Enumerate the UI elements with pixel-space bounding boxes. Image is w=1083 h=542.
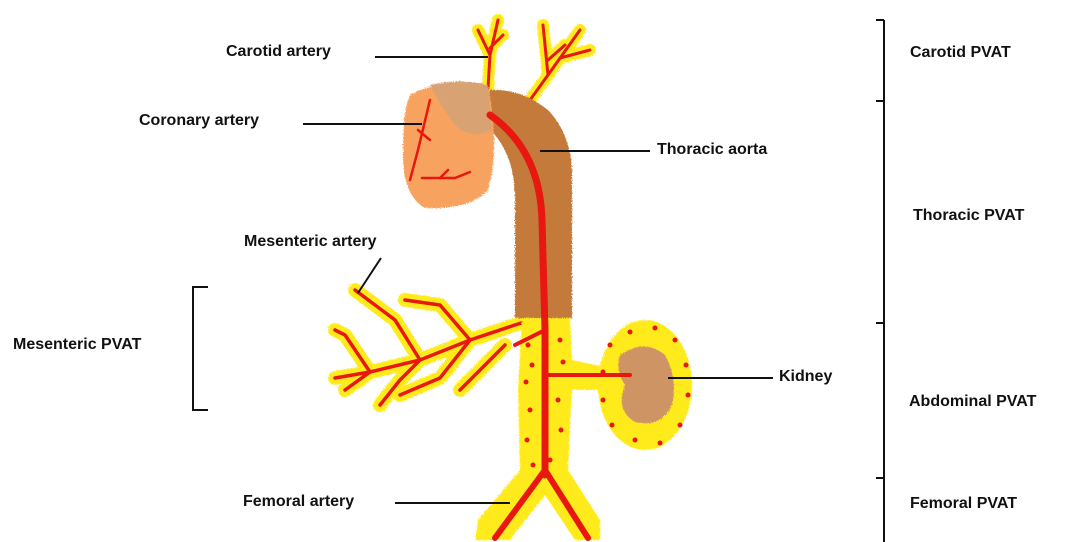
- femoral-pvat-label: Femoral PVAT: [910, 495, 1017, 513]
- coronary-artery-label: Coronary artery: [139, 112, 259, 130]
- carotid-pvat-label: Carotid PVAT: [910, 44, 1011, 62]
- mesenteric-fat: [335, 290, 530, 405]
- carotid-artery-label: Carotid artery: [226, 43, 331, 61]
- mesenteric-artery-label: Mesenteric artery: [244, 233, 377, 251]
- kidney-label: Kidney: [779, 368, 832, 386]
- femoral-artery-label: Femoral artery: [243, 493, 354, 511]
- mesenteric-bracket: [193, 287, 208, 410]
- heart: [403, 82, 494, 209]
- thoracic-aorta-label: Thoracic aorta: [657, 141, 767, 159]
- abdominal-pvat-label: Abdominal PVAT: [909, 393, 1036, 411]
- thoracic-pvat-label: Thoracic PVAT: [913, 207, 1024, 225]
- mesenteric-pvat-label: Mesenteric PVAT: [13, 336, 141, 354]
- carotid-vessels: [478, 20, 590, 100]
- kidney-group: [598, 320, 692, 450]
- right-bracket: [876, 20, 884, 542]
